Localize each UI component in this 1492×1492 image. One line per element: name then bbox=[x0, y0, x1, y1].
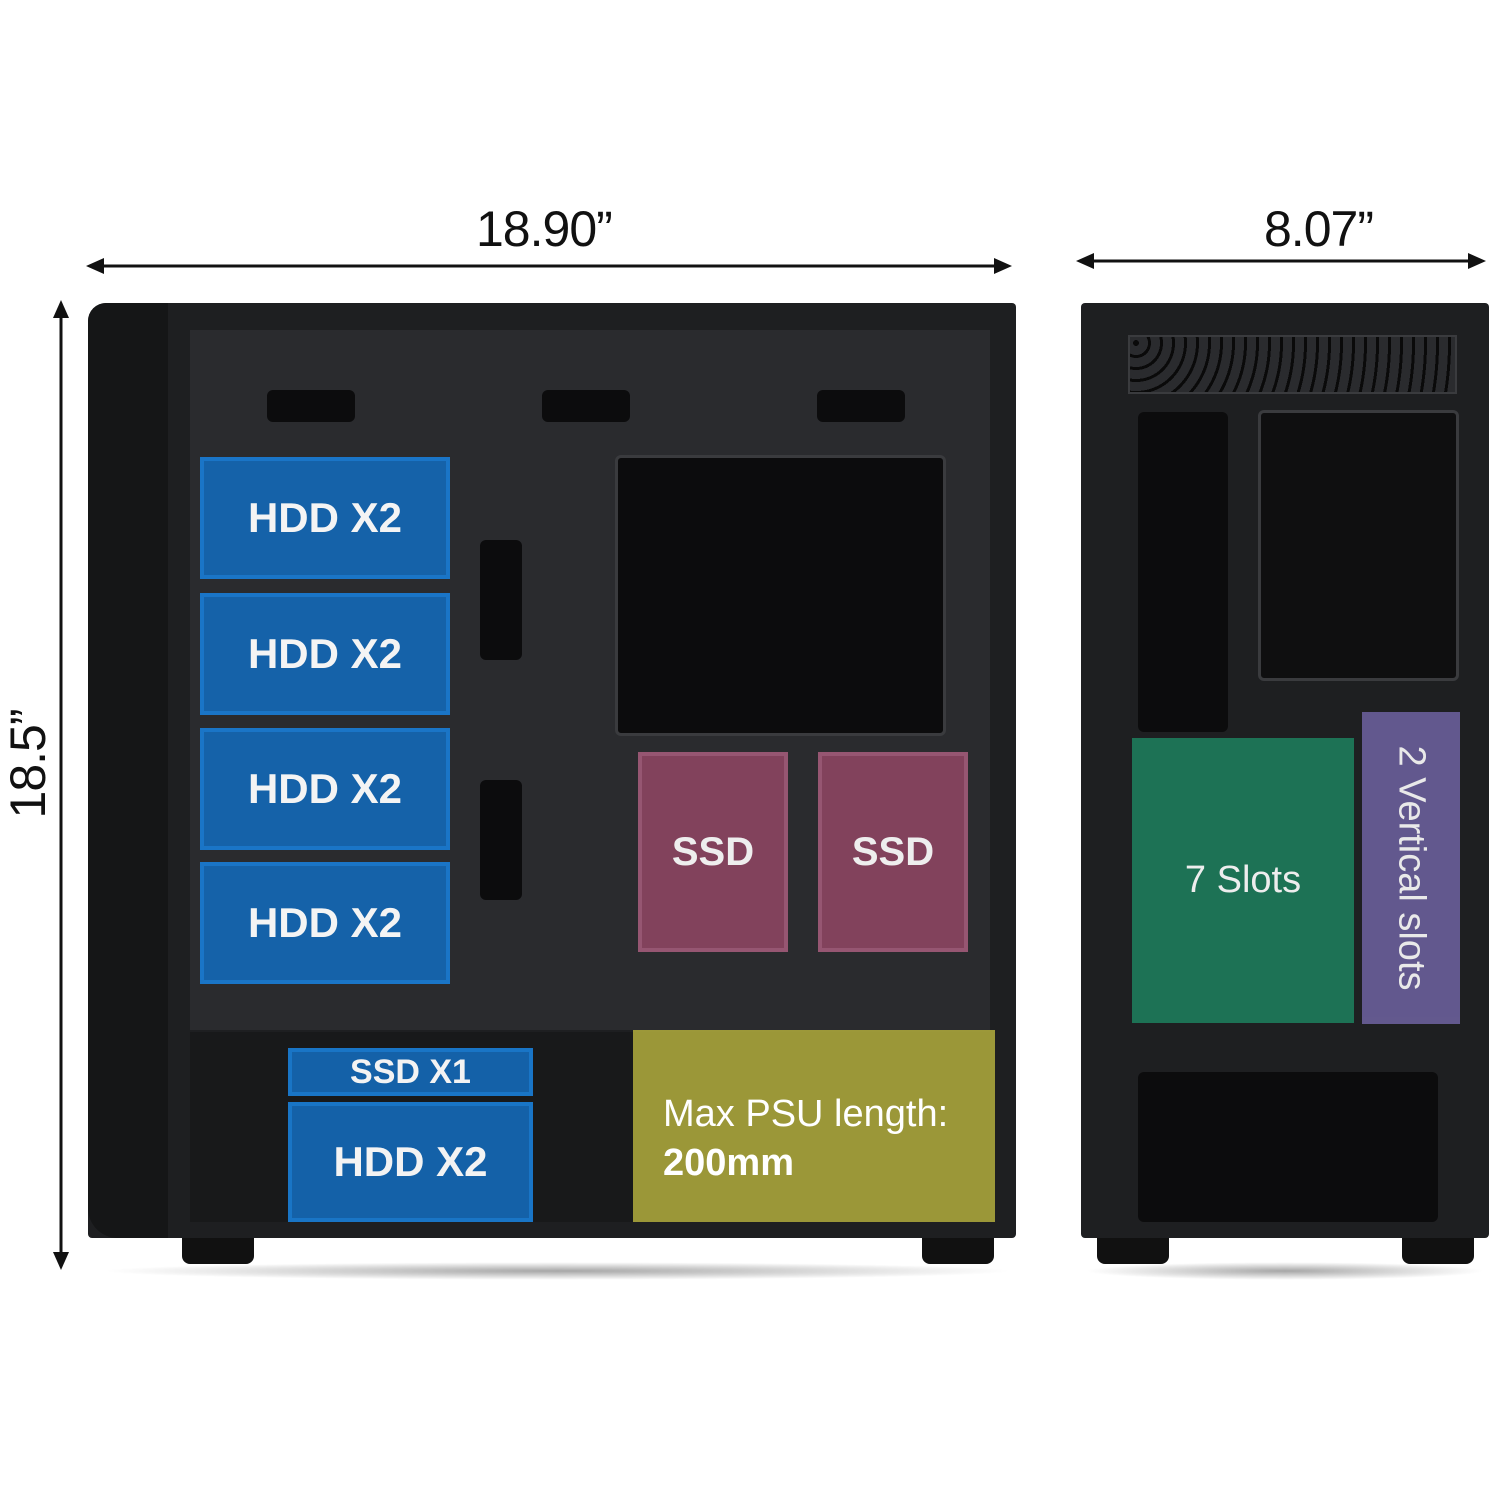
psu-length-value: 200mm bbox=[663, 1139, 995, 1188]
cable-grommet bbox=[480, 780, 522, 900]
vertical-slots-label: 2 Vertical slots bbox=[1390, 746, 1433, 991]
rear-top-vent bbox=[1128, 335, 1457, 394]
top-cutout bbox=[817, 390, 905, 422]
vertical-slots: 2 Vertical slots bbox=[1362, 712, 1460, 1024]
side-case-front-panel bbox=[88, 303, 168, 1238]
bottom-ssd-bay: SSD X1 bbox=[288, 1048, 533, 1096]
front-width-label: 8.07” bbox=[1264, 200, 1373, 258]
rear-io-cutout bbox=[1138, 412, 1228, 732]
expansion-slots-label: 7 Slots bbox=[1185, 859, 1301, 902]
rear-case-shadow bbox=[1085, 1262, 1485, 1280]
top-cutout bbox=[267, 390, 355, 422]
ssd-mount-2: SSD bbox=[818, 752, 968, 952]
hdd-bay-3: HDD X2 bbox=[200, 728, 450, 850]
hdd-bay-2: HDD X2 bbox=[200, 593, 450, 715]
ssd-mount-1: SSD bbox=[638, 752, 788, 952]
rear-fan-mesh bbox=[1258, 410, 1459, 681]
height-label: 18.5” bbox=[0, 704, 57, 824]
bottom-hdd-bay: HDD X2 bbox=[288, 1102, 533, 1222]
hdd-bay-4: HDD X2 bbox=[200, 862, 450, 984]
rear-foot bbox=[1097, 1238, 1169, 1264]
case-shadow bbox=[100, 1262, 1015, 1280]
case-foot bbox=[922, 1238, 994, 1264]
cpu-cutout bbox=[615, 455, 946, 736]
top-cutout bbox=[542, 390, 630, 422]
hdd-bay-1: HDD X2 bbox=[200, 457, 450, 579]
rear-psu-cutout bbox=[1138, 1072, 1438, 1222]
psu-area: Max PSU length: 200mm bbox=[633, 1030, 995, 1222]
side-width-label: 18.90” bbox=[476, 200, 612, 258]
case-foot bbox=[182, 1238, 254, 1264]
rear-foot bbox=[1402, 1238, 1474, 1264]
psu-length-label: Max PSU length: bbox=[663, 1090, 995, 1139]
cable-grommet bbox=[480, 540, 522, 660]
expansion-slots: 7 Slots bbox=[1132, 738, 1354, 1023]
